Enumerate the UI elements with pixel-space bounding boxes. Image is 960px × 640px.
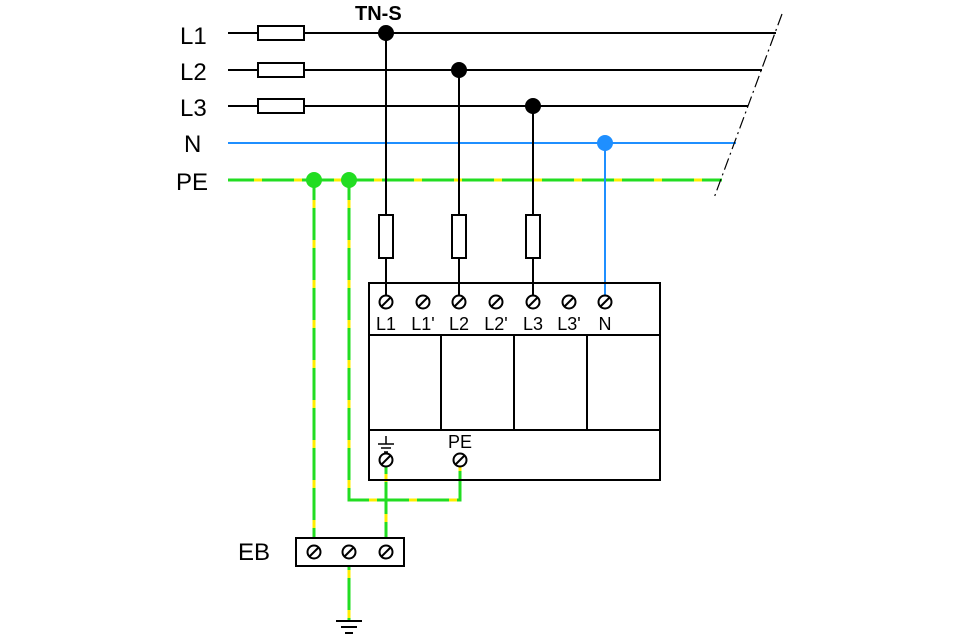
ground-icon [336, 620, 362, 634]
terminal-label: L1 [376, 314, 396, 334]
label-l2: L2 [180, 59, 207, 86]
terminal-screw [415, 294, 431, 310]
device-bottom-terminals [378, 452, 468, 468]
terminal-screw [341, 544, 357, 560]
terminal-screw [525, 294, 541, 310]
terminal-label: L3' [557, 314, 580, 334]
terminal-screw [561, 294, 577, 310]
label-n: N [184, 131, 201, 158]
label-l1: L1 [180, 23, 207, 50]
terminal-screw [488, 294, 504, 310]
junction-pe-1 [306, 172, 322, 188]
surge-protection-device [368, 282, 661, 481]
junction-pe-2 [341, 172, 357, 188]
phase-drops [378, 33, 541, 300]
junction-l1 [378, 25, 394, 41]
terminal-label: L2 [449, 314, 469, 334]
terminal-screw [451, 294, 467, 310]
terminal-screw [378, 294, 394, 310]
label-l3: L3 [180, 95, 207, 122]
device-terminals [378, 294, 613, 310]
earth-symbol-icon [378, 436, 394, 453]
terminal-screw [452, 452, 468, 468]
earthing-bar-label: EB [238, 539, 270, 566]
label-pe: PE [176, 169, 208, 196]
junction-l3 [525, 98, 541, 114]
terminal-screw [378, 544, 394, 560]
phase-lines [228, 25, 776, 114]
terminal-label: L2' [484, 314, 507, 334]
terminal-screw [378, 452, 394, 468]
terminal-screw [597, 294, 613, 310]
terminal-label: L1' [411, 314, 434, 334]
fuse-l3 [525, 214, 541, 259]
main-fuse-l2 [257, 62, 305, 78]
diagram-title: TN-S [355, 3, 402, 25]
junction-l2 [451, 62, 467, 78]
terminal-screw [306, 544, 322, 560]
fuse-l2 [451, 214, 467, 259]
fuse-l1 [378, 214, 394, 259]
main-fuse-l3 [257, 98, 305, 114]
main-fuse-l1 [257, 25, 305, 41]
earthing-bar-terminals [306, 544, 394, 560]
cut-line [713, 13, 783, 199]
terminal-label: N [599, 314, 612, 334]
junction-n [597, 135, 613, 151]
device-pe-label: PE [448, 432, 472, 452]
terminal-label: L3 [523, 314, 543, 334]
